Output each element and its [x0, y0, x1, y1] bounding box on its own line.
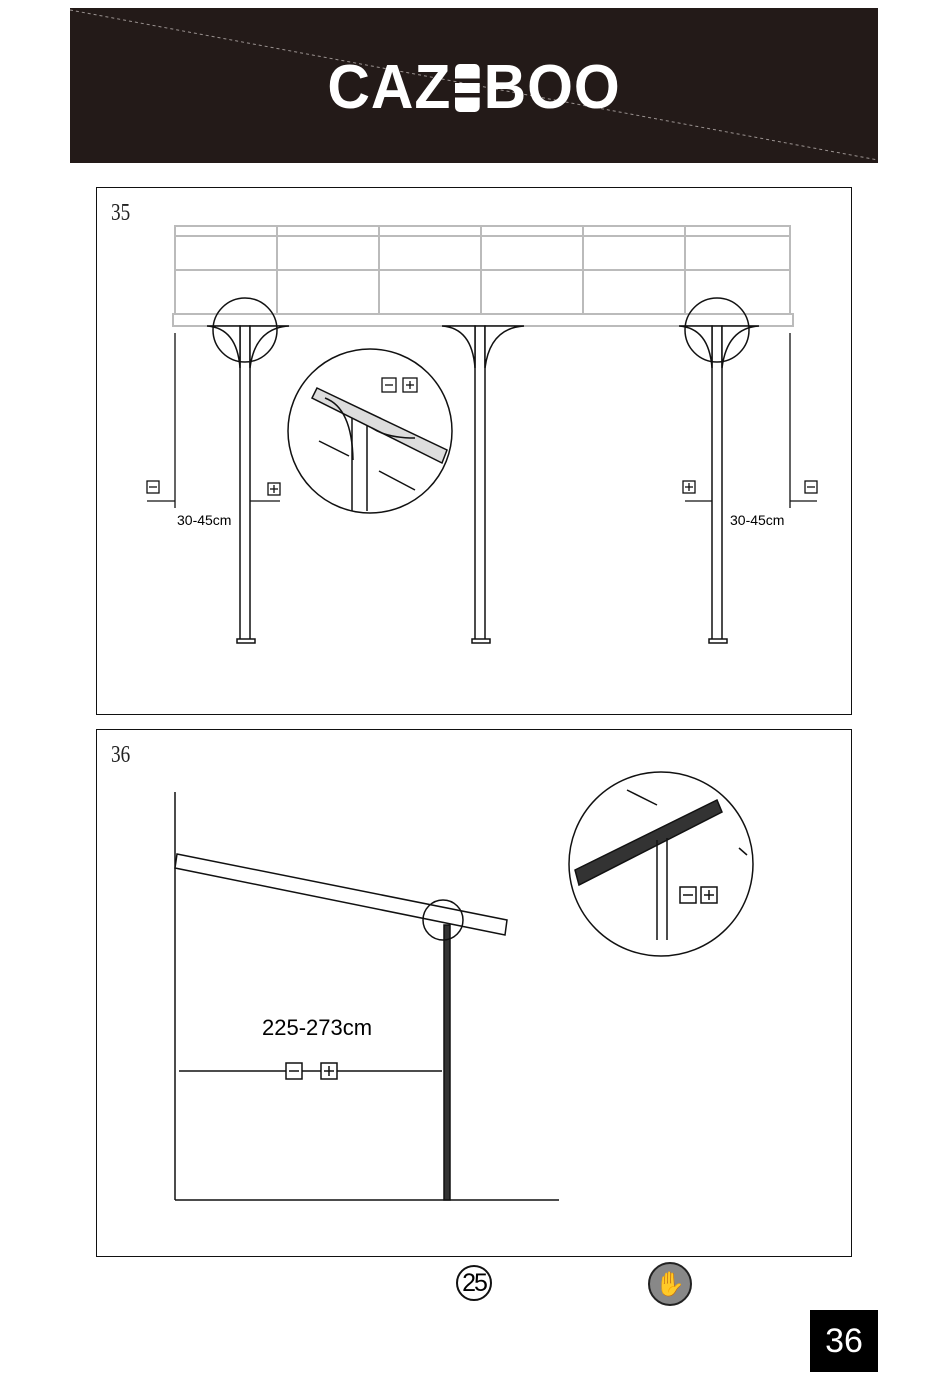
people-count-badge: 25	[456, 1265, 492, 1301]
measure-right: 30-45cm	[730, 512, 784, 528]
posts	[206, 297, 760, 644]
step-number: 35	[111, 200, 131, 226]
step-number: 36	[111, 742, 131, 768]
step-35-illustration: 30-45cm 30-45cm	[146, 225, 818, 644]
plus-minus-icons	[146, 333, 818, 508]
gloves-icon: ✋	[648, 1262, 692, 1306]
step-36-panel: 36 225-273cm	[96, 729, 852, 1257]
page-number: 36	[810, 1310, 878, 1372]
wall-and-beam	[174, 771, 754, 1201]
people-count: 25	[462, 1268, 488, 1297]
step-35-panel: 35	[96, 187, 852, 715]
step-36-illustration: 225-273cm	[174, 771, 754, 1201]
roof-frame	[172, 225, 794, 327]
measure-span: 225-273cm	[262, 1015, 372, 1040]
measure-left: 30-45cm	[177, 512, 231, 528]
